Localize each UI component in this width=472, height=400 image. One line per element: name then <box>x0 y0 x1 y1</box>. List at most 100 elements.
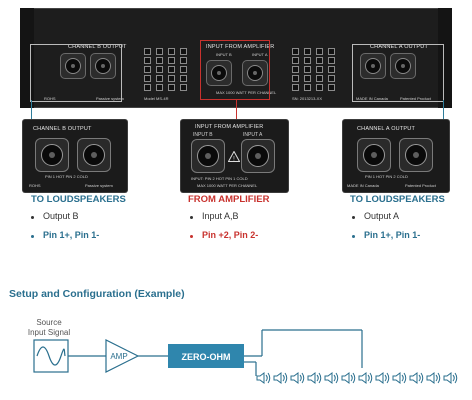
right-grid-terminal <box>316 66 323 73</box>
left-grid-terminal <box>180 66 187 73</box>
right-grid-terminal <box>316 75 323 82</box>
speaker-icon <box>341 372 356 384</box>
left-grid-terminal <box>168 57 175 64</box>
amp-triangle <box>105 339 140 373</box>
left-grid-terminal <box>180 84 187 91</box>
column-1-bullet-2 <box>31 235 34 238</box>
speaker-icon <box>375 372 390 384</box>
speaker-icon <box>324 372 339 384</box>
speaker-icon <box>443 372 458 384</box>
zoom-input-label: INPUT FROM AMPLIFIER <box>195 124 264 130</box>
patented-label: Patented Product <box>400 96 431 101</box>
left-grid-terminal <box>180 75 187 82</box>
right-grid-terminal <box>292 48 299 55</box>
right-grid-terminal <box>328 84 335 91</box>
zoom-input-b-label: INPUT B <box>193 132 213 138</box>
right-grid-terminal <box>304 57 311 64</box>
zoom-input-b-speakon <box>191 139 225 173</box>
input-a-speakon <box>242 60 268 86</box>
left-grid-terminal <box>144 57 151 64</box>
right-grid-terminal <box>328 48 335 55</box>
channel-b-speakon-2 <box>90 53 116 79</box>
right-grid-terminal <box>316 48 323 55</box>
source-label-line1: Source <box>36 318 62 327</box>
zoom-panel-input: INPUT FROM AMPLIFIER INPUT B INPUT A ! I… <box>181 120 288 192</box>
input-from-amplifier-label: INPUT FROM AMPLIFIER <box>206 44 275 50</box>
highlight-channel-a <box>352 44 444 102</box>
setup-title: Setup and Configuration (Example) <box>9 288 185 300</box>
zero-ohm-box <box>168 344 244 368</box>
left-grid-terminal <box>156 84 163 91</box>
right-grid-terminal <box>304 66 311 73</box>
zoom-power-rating: MAX 1000 WATT PER CHANNEL <box>197 183 258 188</box>
column-3-item-2: Pin 1+, Pin 1- <box>364 230 421 240</box>
power-rating-label: MAX 1000 WATT PER CHANNEL <box>216 90 277 95</box>
column-2-item-2: Pin +2, Pin 2- <box>202 230 259 240</box>
input-a-label: INPUT A <box>252 52 268 57</box>
zoom-patented: Patented Product <box>405 183 436 188</box>
svg-text:!: ! <box>233 157 235 163</box>
left-grid-terminal <box>156 75 163 82</box>
zoom-channel-b-label: CHANNEL B OUTPUT <box>33 126 92 132</box>
zoom-made-in: MADE IN Canada <box>347 183 379 188</box>
speaker-icon <box>273 372 288 384</box>
channel-a-speakon-2 <box>390 53 416 79</box>
left-grid-terminal <box>144 48 151 55</box>
right-grid-terminal <box>292 75 299 82</box>
connector-line-left <box>31 100 32 120</box>
column-3-heading: TO LOUDSPEAKERS <box>350 194 445 205</box>
zoom-channel-b-speakon-2 <box>77 138 111 172</box>
speaker-icon <box>392 372 407 384</box>
column-2-bullet-1 <box>190 216 193 219</box>
column-1-item-1: Output B <box>43 211 79 221</box>
zoom-channel-b-pin-note: PIN 1 HOT PIN 2 COLD <box>45 174 88 179</box>
right-grid-terminal <box>304 84 311 91</box>
channel-b-speakon-1 <box>60 53 86 79</box>
zoom-passive-system: Passive system <box>85 183 113 188</box>
serial-label: SN: 2013213-XX <box>292 96 323 101</box>
left-grid-terminal <box>168 48 175 55</box>
made-in-label: MADE IN Canada <box>356 96 388 101</box>
speaker-icon <box>409 372 424 384</box>
source-box <box>33 339 69 373</box>
speaker-row <box>256 372 458 384</box>
input-b-speakon <box>206 60 232 86</box>
model-label: Model MS-4R <box>144 96 169 101</box>
right-grid-terminal <box>304 48 311 55</box>
channel-a-output-label: CHANNEL A OUTPUT <box>370 44 429 50</box>
column-2-heading: FROM AMPLIFIER <box>188 194 270 205</box>
zoom-input-a-label: INPUT A <box>243 132 263 138</box>
right-grid-terminal <box>304 75 311 82</box>
speaker-icon <box>307 372 322 384</box>
left-grid-terminal <box>156 66 163 73</box>
channel-a-speakon-1 <box>360 53 386 79</box>
amp-label: AMP <box>110 352 127 361</box>
right-grid-terminal <box>316 57 323 64</box>
rack-device: CHANNEL B OUTPUT ROHS Passive system Mod… <box>20 8 452 108</box>
right-grid-terminal <box>316 84 323 91</box>
speaker-icon <box>256 372 271 384</box>
left-grid-terminal <box>168 84 175 91</box>
column-1-item-2: Pin 1+, Pin 1- <box>43 230 100 240</box>
source-label-line2: Input Signal <box>27 328 71 337</box>
zoom-channel-b-speakon-1 <box>35 138 69 172</box>
speaker-icon <box>290 372 305 384</box>
connector-line-center <box>236 100 237 120</box>
left-grid-terminal <box>156 57 163 64</box>
rohs-mark: ROHS <box>44 96 56 101</box>
zoom-channel-a-speakon-1 <box>357 138 391 172</box>
zoom-channel-a-label: CHANNEL A OUTPUT <box>357 126 416 132</box>
connector-line-right <box>443 100 444 120</box>
zoom-panel-channel-b: CHANNEL B OUTPUT PIN 1 HOT PIN 2 COLD RO… <box>23 120 127 192</box>
zero-ohm-label: ZERO-OHM <box>182 352 231 362</box>
left-grid-terminal <box>156 48 163 55</box>
right-grid-terminal <box>328 66 335 73</box>
left-grid-terminal <box>168 66 175 73</box>
zoom-channel-a-pin-note: PIN 1 HOT PIN 2 COLD <box>365 174 408 179</box>
right-grid-terminal <box>292 66 299 73</box>
column-2-item-1: Input A,B <box>202 211 239 221</box>
right-grid-terminal <box>328 57 335 64</box>
column-1-heading: TO LOUDSPEAKERS <box>31 194 126 205</box>
passive-system-label: Passive system <box>96 96 124 101</box>
zoom-rohs-mark: ROHS <box>29 183 41 188</box>
